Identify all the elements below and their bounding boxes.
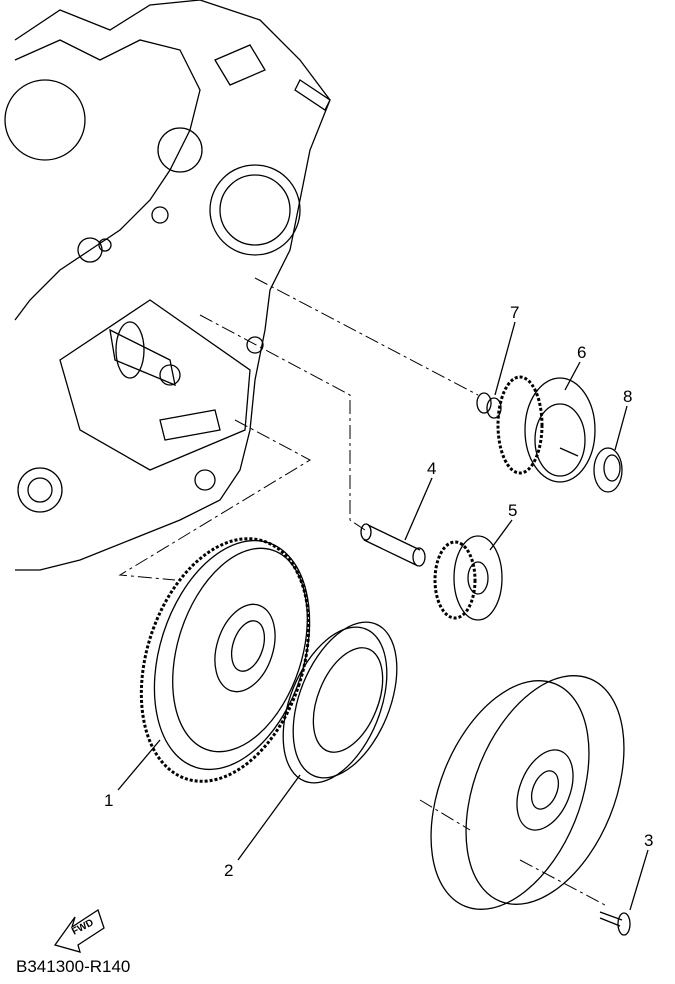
generator-rotor [430,675,625,910]
part-5-idler-gear [433,535,503,621]
fwd-arrow-icon: FWD [53,908,105,953]
callout-3: 3 [644,831,653,850]
callout-5: 5 [508,501,517,520]
callout-2: 2 [224,861,233,880]
alignment-lines [118,277,606,906]
part-1-starter-wheel-gear [139,537,311,783]
part-7-needle-bearing [476,392,502,419]
callout-1: 1 [104,791,113,810]
diagram-code: B341300-R140 [16,957,131,976]
callout-4: 4 [427,459,436,478]
part-3-bolt [599,911,631,936]
callout-6: 6 [577,343,586,362]
engine-crankcase [4,0,331,571]
leader-lines [117,321,649,911]
part-2-one-way-clutch [282,621,398,784]
part-6-gear [496,375,596,483]
part-4-shaft [360,523,426,567]
part-8-ball-bearing [593,447,623,493]
callout-8: 8 [623,387,632,406]
callout-7: 7 [510,303,519,322]
